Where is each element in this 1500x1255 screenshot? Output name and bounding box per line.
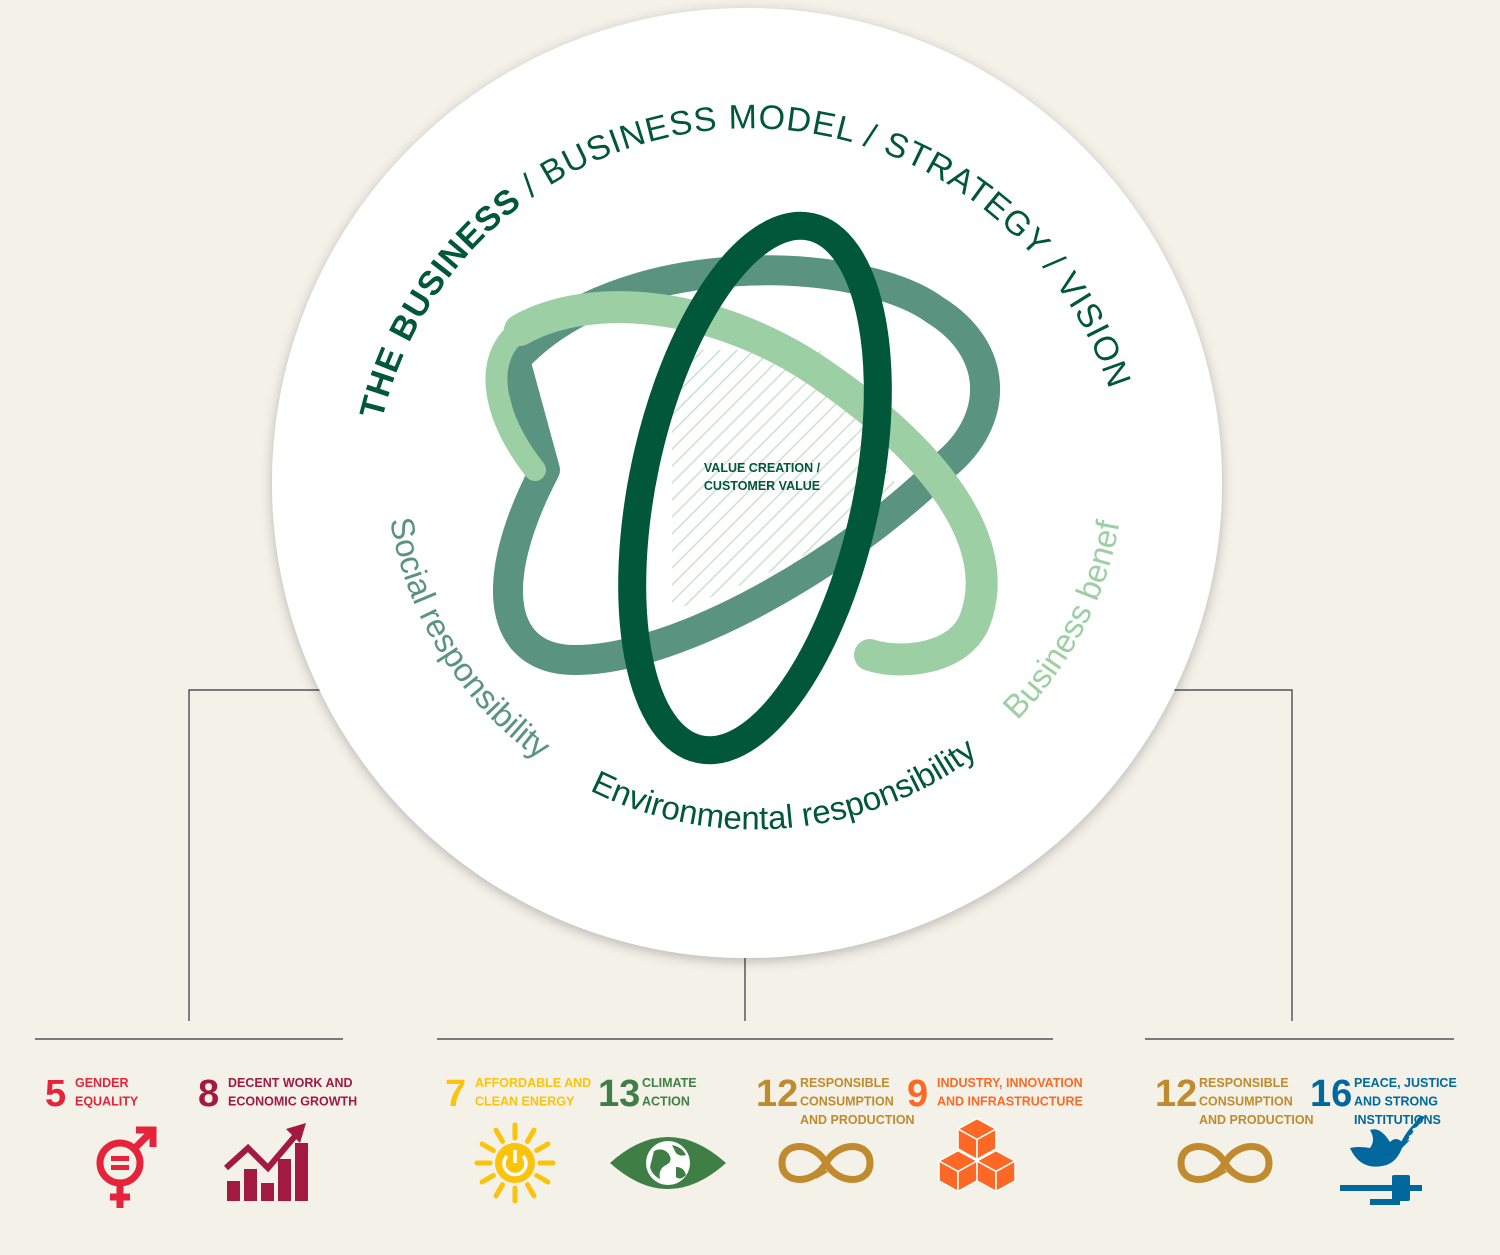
center-label-line-2: CUSTOMER VALUE <box>704 479 820 493</box>
sdg-label-line: CLIMATE <box>642 1076 697 1090</box>
sdg-goal-5: 5 GENDER EQUALITY <box>45 1073 157 1208</box>
sdg-label-line: DECENT WORK AND <box>228 1076 353 1090</box>
sdg-number: 12 <box>756 1073 798 1115</box>
sdg-label-line: PEACE, JUSTICE <box>1354 1076 1457 1090</box>
sdg-label-line: ECONOMIC GROWTH <box>228 1095 357 1109</box>
sdg-number: 7 <box>445 1073 466 1115</box>
sdg-label-line: AND INFRASTRUCTURE <box>937 1095 1083 1109</box>
sdg-label-line: CONSUMPTION <box>800 1095 894 1109</box>
sdg-number: 13 <box>598 1073 640 1115</box>
dove-gavel-icon <box>1340 1115 1425 1205</box>
sdg-number: 16 <box>1310 1073 1352 1115</box>
sdg-label-line: AFFORDABLE AND <box>475 1076 591 1090</box>
growth-chart-icon <box>223 1123 308 1201</box>
eye-globe-icon <box>610 1137 726 1189</box>
sdg-label-line: INDUSTRY, INNOVATION <box>937 1076 1083 1090</box>
sdg-goal-9: 9 INDUSTRY, INNOVATION AND INFRASTRUCTURE <box>907 1073 1083 1193</box>
sdg-number: 5 <box>45 1073 66 1115</box>
gender-equality-icon <box>96 1126 157 1208</box>
connector-social <box>188 689 378 1021</box>
sdg-label-line: INSTITUTIONS <box>1354 1113 1441 1127</box>
sdg-label-line: CONSUMPTION <box>1199 1095 1293 1109</box>
sdg-label-line: AND STRONG <box>1354 1095 1438 1109</box>
dark-green-loop <box>618 211 892 765</box>
sdg-label-line: CLEAN ENERGY <box>475 1095 575 1109</box>
infinity-icon <box>1177 1143 1273 1183</box>
sdg-number: 9 <box>907 1073 928 1115</box>
sdg-label-line: AND PRODUCTION <box>800 1113 915 1127</box>
sdg-label-line: AND PRODUCTION <box>1199 1113 1314 1127</box>
sun-power-icon <box>474 1122 556 1204</box>
cubes-icon <box>937 1117 1017 1193</box>
sdg-label-line: GENDER <box>75 1076 128 1090</box>
sdg-number: 8 <box>198 1073 219 1115</box>
sdg-label-line: RESPONSIBLE <box>1199 1076 1289 1090</box>
sdg-goal-8: 8 DECENT WORK AND ECONOMIC GROWTH <box>198 1073 357 1201</box>
sdg-number: 12 <box>1155 1073 1197 1115</box>
light-green-loop <box>485 291 998 676</box>
sdg-label-line: ACTION <box>642 1095 690 1109</box>
sdg-label-line: RESPONSIBLE <box>800 1076 890 1090</box>
sdg-goals: 5 GENDER EQUALITY 8 DECENT WORK AND ECONOMIC … <box>45 1073 1457 1208</box>
infinity-icon <box>778 1143 874 1183</box>
sdg-goal-7: 7 AFFORDABLE AND CLEAN ENERGY <box>445 1073 591 1204</box>
center-label-line-1: VALUE CREATION / <box>704 461 821 475</box>
sdg-label-line: EQUALITY <box>75 1095 139 1109</box>
